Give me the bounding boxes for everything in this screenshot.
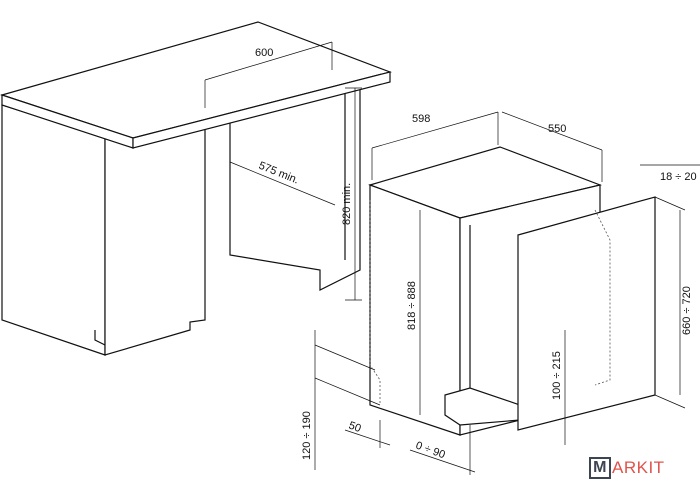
dim-foot-adjust: 0 ÷ 90: [414, 440, 447, 462]
dim-plinth-setback: 50: [347, 420, 363, 435]
dim-panel-thickness: 18 ÷ 20: [660, 171, 697, 183]
left-cabinet-side: [104, 109, 206, 356]
dim-niche-height: 820 min.: [341, 183, 353, 225]
left-cabinet-front: [1, 104, 106, 356]
countertop-side: [132, 71, 391, 149]
dim-counter-width: 600: [255, 47, 273, 59]
dim-panel-offset: 100 ÷ 215: [551, 351, 563, 400]
dim-appliance-height: 818 ÷ 888: [406, 281, 418, 330]
dim-panel-height: 660 ÷ 720: [681, 286, 693, 335]
markit-logo: M ARKIT: [589, 457, 665, 479]
dim-plinth-height: 120 ÷ 190: [301, 411, 313, 460]
dim-appliance-depth: 550: [548, 123, 566, 135]
door-panel: [517, 196, 656, 431]
logo-box-letter: M: [589, 457, 611, 479]
logo-text: ARKIT: [612, 458, 665, 477]
dim-appliance-width: 598: [412, 113, 430, 125]
